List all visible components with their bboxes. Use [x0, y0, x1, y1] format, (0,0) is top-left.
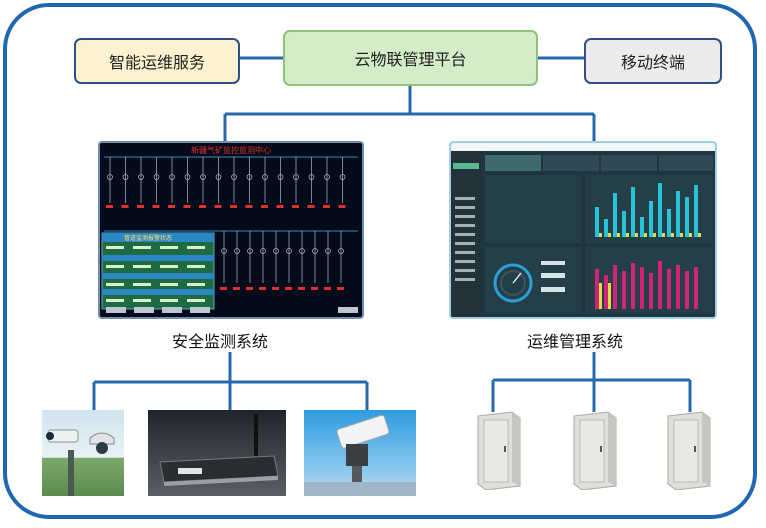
- ops-system-label: 运维管理系统: [527, 332, 624, 351]
- mobile-terminal-label: 移动终端: [620, 53, 685, 72]
- cabinet-icon: [664, 410, 714, 490]
- safety-system-label: 安全监测系统: [172, 332, 269, 351]
- safety-panel-title: 管道监测报警状态: [124, 234, 172, 242]
- camera-icon: [42, 410, 124, 496]
- cloud-iot-platform-node: 云物联管理平台: [283, 30, 538, 86]
- cabinet-icon: [474, 410, 524, 490]
- nvr-recorder-icon: [148, 410, 286, 496]
- outer-frame: [3, 3, 757, 519]
- cloud-iot-platform-label: 云物联管理平台: [354, 50, 467, 69]
- safety-monitoring-screenshot: 新疆气矿监控监测中心 管道监测报警状态: [98, 141, 364, 319]
- ops-management-screenshot: [449, 141, 717, 319]
- ptz-camera-icon: [304, 410, 416, 496]
- cabinet-icon: [570, 410, 620, 490]
- smart-ops-service-node: 智能运维服务: [74, 38, 240, 84]
- smart-ops-service-label: 智能运维服务: [108, 53, 205, 72]
- safety-screen-title: 新疆气矿监控监测中心: [191, 145, 271, 155]
- mobile-terminal-node: 移动终端: [584, 38, 722, 84]
